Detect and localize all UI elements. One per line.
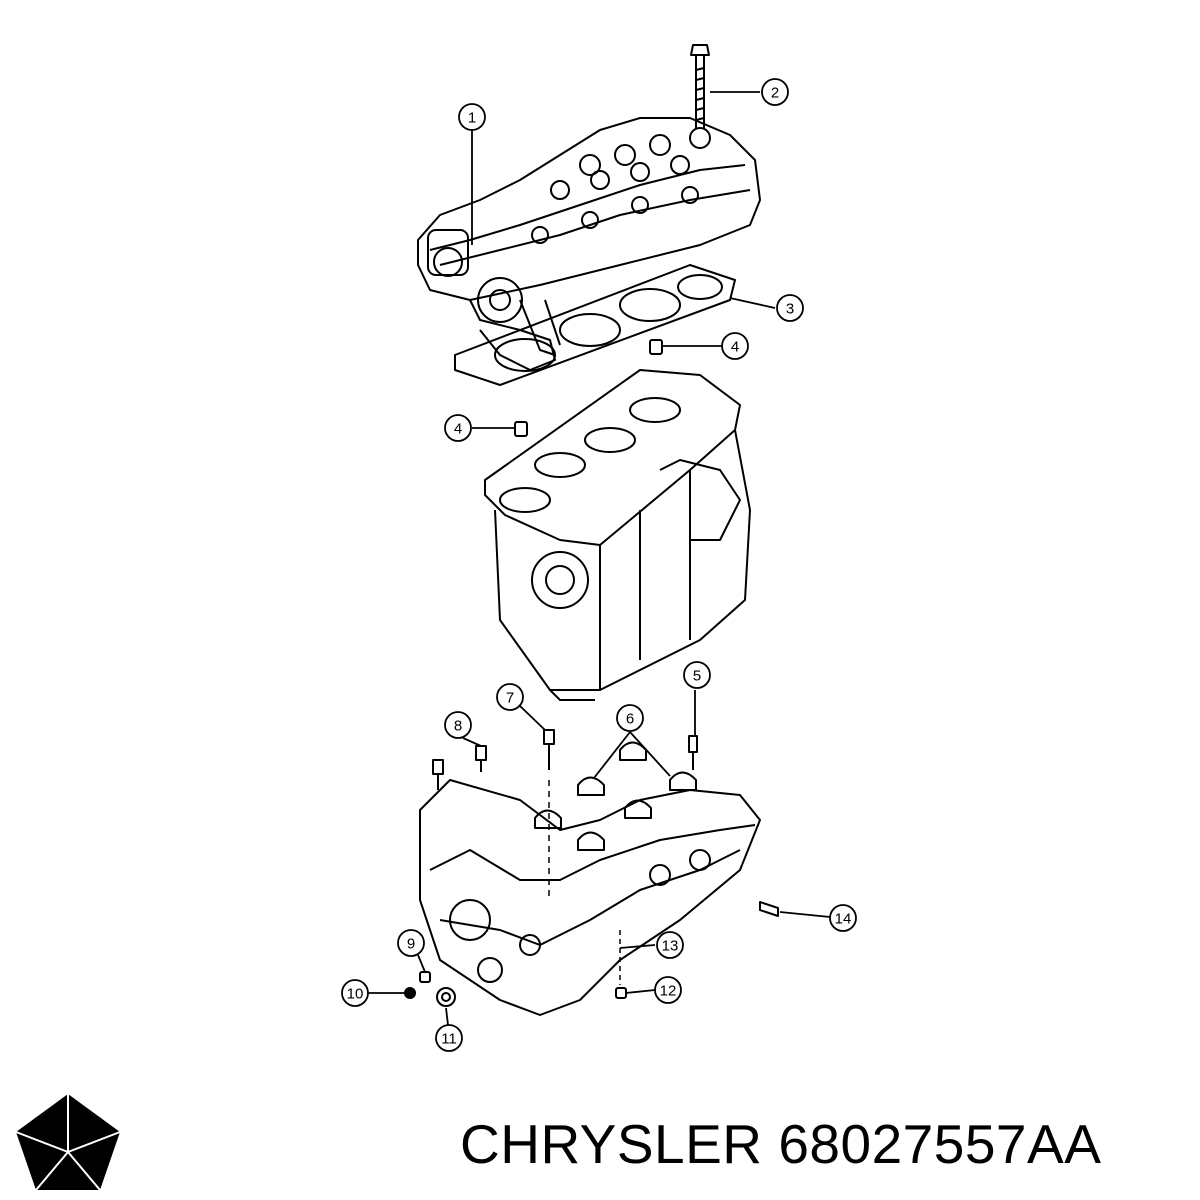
cylinder-head — [417, 117, 761, 371]
callout-10: 10 — [347, 986, 364, 1003]
callout-7: 7 — [506, 690, 514, 707]
callout-circle-12 — [654, 976, 682, 1004]
brand-name: CHRYSLER — [460, 1113, 763, 1175]
callout-circle-8 — [444, 711, 472, 739]
callout-circles — [341, 78, 857, 1052]
dowel-pin — [514, 339, 663, 437]
callout-circle-13 — [656, 931, 684, 959]
callout-12: 12 — [660, 983, 677, 1000]
leader-lines — [368, 91, 831, 1026]
callout-circle-14 — [829, 904, 857, 932]
callout-circle-4a — [721, 332, 749, 360]
callout-circle-3 — [776, 294, 804, 322]
callout-14: 14 — [835, 911, 852, 928]
head-bolt — [690, 44, 710, 128]
part-caption: CHRYSLER 68027557AA — [460, 1108, 1190, 1180]
callout-circle-7 — [496, 683, 524, 711]
callout-2: 2 — [771, 85, 779, 102]
cap-bolts — [432, 729, 698, 900]
callout-6: 6 — [626, 711, 634, 728]
callout-circle-4b — [444, 414, 472, 442]
part-number: 68027557AA — [778, 1113, 1102, 1175]
lower-bedplate — [419, 779, 761, 1016]
bearing-caps — [534, 741, 697, 851]
callout-11: 11 — [441, 1031, 457, 1048]
engine-block — [484, 369, 751, 701]
callout-circle-1 — [458, 103, 486, 131]
callout-circle-6 — [616, 704, 644, 732]
callout-4b: 4 — [454, 421, 462, 438]
callout-9: 9 — [407, 936, 415, 953]
callout-13: 13 — [662, 938, 679, 955]
callout-3: 3 — [786, 301, 794, 318]
callout-circle-11 — [435, 1024, 463, 1052]
callout-8: 8 — [454, 718, 462, 735]
small-hardware — [404, 901, 779, 1007]
callout-5: 5 — [693, 668, 701, 685]
callout-circle-5 — [683, 661, 711, 689]
callout-circle-9 — [397, 929, 425, 957]
callout-circle-2 — [761, 78, 789, 106]
callout-circle-10 — [341, 979, 369, 1007]
callout-1: 1 — [468, 110, 476, 127]
head-gasket — [454, 264, 736, 386]
chrysler-pentastar-icon — [15, 1094, 121, 1191]
callout-4a: 4 — [731, 339, 739, 356]
